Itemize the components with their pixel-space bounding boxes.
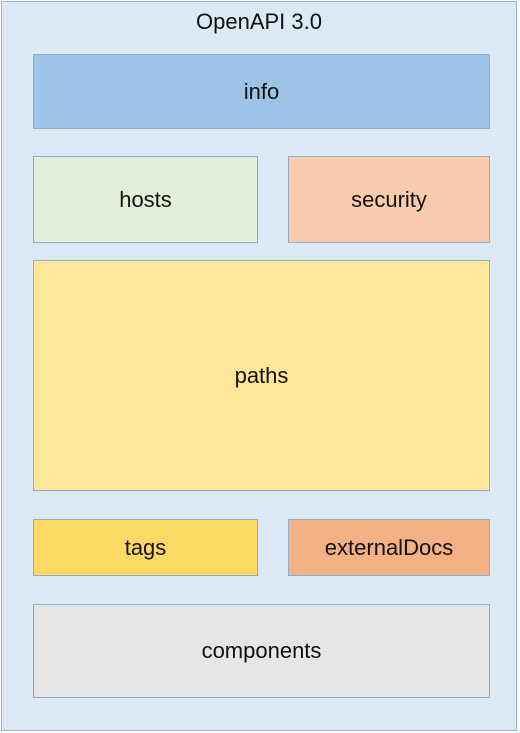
info-label: info xyxy=(243,78,280,104)
paths-label: paths xyxy=(234,362,289,388)
security-label: security xyxy=(351,186,427,212)
components-label: components xyxy=(201,638,322,663)
tags-section: tags xyxy=(33,519,258,576)
hosts-label: hosts xyxy=(119,186,172,212)
info-section: info xyxy=(33,54,490,129)
components-section: components xyxy=(33,604,490,698)
external-docs-section: externalDocs xyxy=(288,519,490,576)
hosts-section: hosts xyxy=(33,156,258,243)
diagram-title: OpenAPI 3.0 xyxy=(196,9,322,34)
external-docs-label: externalDocs xyxy=(324,534,454,560)
paths-section: paths xyxy=(33,260,490,491)
tags-label: tags xyxy=(124,534,167,560)
security-section: security xyxy=(288,156,490,243)
